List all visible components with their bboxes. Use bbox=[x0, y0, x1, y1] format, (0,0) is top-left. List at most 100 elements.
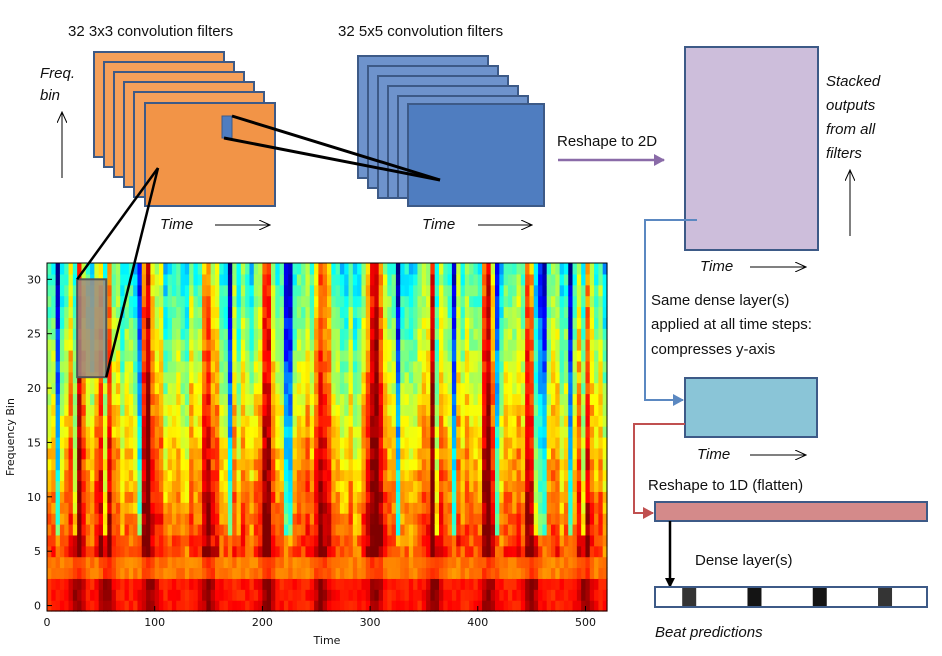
spectrogram-cell bbox=[533, 447, 539, 460]
spectrogram-cell bbox=[275, 534, 281, 547]
spectrogram-cell bbox=[59, 350, 65, 362]
spectrogram-cell bbox=[585, 502, 591, 514]
spectrogram-cell bbox=[68, 469, 74, 482]
spectrogram-cell bbox=[219, 513, 225, 525]
spectrogram-cell bbox=[180, 556, 186, 569]
spectrogram-cell bbox=[426, 513, 431, 525]
spectrogram-cell bbox=[361, 578, 367, 590]
spectrogram-cell bbox=[451, 295, 457, 308]
spectrogram-cell bbox=[98, 447, 104, 460]
spectrogram-cell bbox=[283, 284, 289, 297]
spectrogram-cell bbox=[499, 447, 505, 460]
spectrogram-cell bbox=[301, 371, 307, 384]
spectrogram-cell bbox=[266, 350, 272, 362]
spectrogram-cell bbox=[322, 491, 328, 503]
spectrogram-cell bbox=[339, 404, 345, 416]
spectrogram-cell bbox=[154, 415, 160, 427]
spectrogram-cell bbox=[279, 556, 285, 569]
spectrogram-cell bbox=[210, 491, 216, 503]
spectrogram-cell bbox=[206, 589, 212, 601]
spectrogram-cell bbox=[378, 556, 384, 569]
spectrogram-cell bbox=[240, 447, 246, 460]
spectrogram-cell bbox=[327, 600, 332, 612]
spectrogram-cell bbox=[538, 458, 543, 471]
spectrogram-cell bbox=[499, 404, 505, 416]
spectrogram-cell bbox=[51, 371, 57, 384]
spectrogram-cell bbox=[421, 600, 427, 612]
spectrogram-cell bbox=[68, 578, 74, 590]
spectrogram-cell bbox=[81, 447, 87, 460]
spectrogram-cell bbox=[598, 469, 604, 482]
spectrogram-cell bbox=[77, 426, 83, 438]
spectrogram-cell bbox=[184, 589, 190, 601]
spectrogram-cell bbox=[154, 578, 160, 590]
spectrogram-cell bbox=[124, 480, 130, 492]
spectrogram-cell bbox=[555, 480, 561, 492]
spectrogram-cell bbox=[335, 382, 341, 395]
spectrogram-cell bbox=[68, 382, 74, 395]
spectrogram-cell bbox=[167, 589, 173, 601]
spectrogram-cell bbox=[189, 284, 195, 297]
spectrogram-cell bbox=[171, 578, 177, 590]
spectrogram-cell bbox=[236, 437, 242, 449]
spectrogram-cell bbox=[141, 556, 147, 569]
spectrogram-cell bbox=[594, 371, 599, 384]
spectrogram-cell bbox=[128, 556, 134, 569]
spectrogram-cell bbox=[447, 556, 453, 569]
spectrogram-cell bbox=[236, 360, 242, 373]
spectrogram-cell bbox=[184, 469, 190, 482]
spectrogram-cell bbox=[456, 382, 462, 395]
spectrogram-cell bbox=[107, 339, 113, 351]
spectrogram-cell bbox=[456, 556, 462, 569]
spectrogram-cell bbox=[486, 578, 492, 590]
spectrogram-cell bbox=[124, 458, 130, 471]
spectrogram-cell bbox=[305, 513, 311, 525]
spectrogram-cell bbox=[469, 317, 475, 329]
spectrogram-cell bbox=[374, 600, 380, 612]
spectrogram-cell bbox=[296, 469, 302, 482]
spectrogram-cell bbox=[361, 339, 367, 351]
spectrogram-cell bbox=[141, 502, 147, 514]
spectrogram-cell bbox=[443, 306, 449, 318]
spectrogram-cell bbox=[365, 317, 371, 329]
spectrogram-cell bbox=[417, 534, 423, 547]
spectrogram-cell bbox=[516, 328, 522, 340]
spectrogram-cell bbox=[249, 458, 255, 471]
spectrogram-cell bbox=[245, 426, 251, 438]
spectrogram-cell bbox=[51, 524, 57, 536]
spectrogram-cell bbox=[559, 469, 565, 482]
spectrogram-cell bbox=[184, 600, 190, 612]
spectrogram-cell bbox=[404, 578, 410, 590]
spectrogram-cell bbox=[434, 350, 440, 362]
spectrogram-cell bbox=[383, 382, 388, 395]
spectrogram-cell bbox=[150, 350, 156, 362]
spectrogram-cell bbox=[197, 437, 203, 449]
spectrogram-cell bbox=[585, 393, 591, 405]
spectrogram-cell bbox=[387, 306, 393, 318]
spectrogram-cell bbox=[163, 382, 169, 395]
spectrogram-cell bbox=[439, 306, 444, 318]
spectrogram-cell bbox=[68, 437, 74, 449]
spectrogram-cell bbox=[98, 567, 104, 579]
spectrogram-cell bbox=[124, 545, 130, 558]
spectrogram-cell bbox=[133, 469, 139, 482]
spectrogram-cell bbox=[473, 306, 479, 318]
spectrogram-cell bbox=[589, 491, 595, 503]
spectrogram-cell bbox=[171, 393, 177, 405]
spectrogram-cell bbox=[335, 437, 341, 449]
spectrogram-cell bbox=[551, 284, 556, 297]
spectrogram-cell bbox=[404, 567, 410, 579]
spectrogram-cell bbox=[551, 513, 556, 525]
spectrogram-cell bbox=[51, 295, 57, 308]
spectrogram-cell bbox=[202, 545, 207, 558]
spectrogram-cell bbox=[443, 437, 449, 449]
spectrogram-cell bbox=[146, 458, 151, 471]
spectrogram-cell bbox=[271, 458, 276, 471]
spectrogram-cell bbox=[51, 556, 57, 569]
spectrogram-cell bbox=[430, 415, 436, 427]
spectrogram-cell bbox=[85, 491, 91, 503]
spectrogram-cell bbox=[451, 426, 457, 438]
spectrogram-cell bbox=[594, 600, 599, 612]
spectrogram-cell bbox=[223, 600, 229, 612]
spectrogram-cell bbox=[451, 371, 457, 384]
